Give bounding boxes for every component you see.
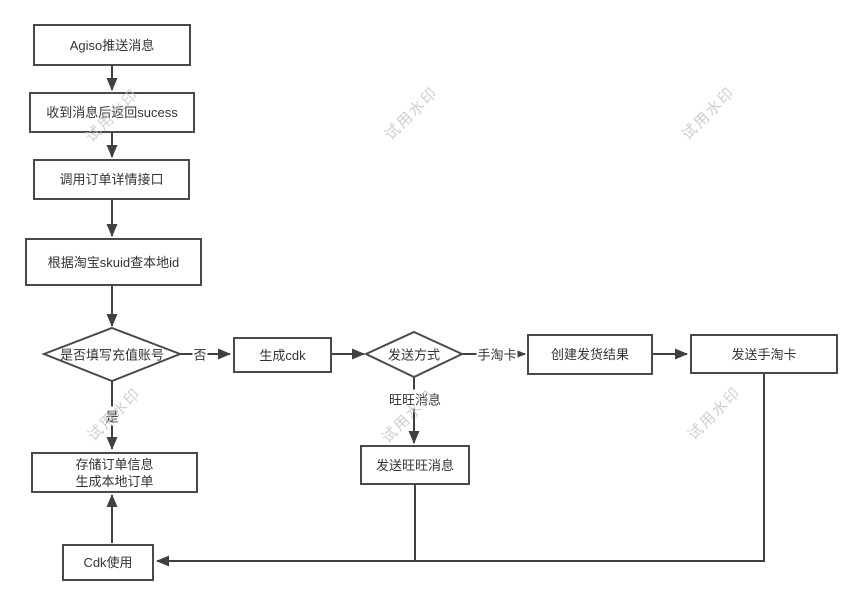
edge-label-no: 否 (192, 344, 208, 364)
node-create-ship-result: 创建发货结果 (527, 334, 653, 375)
node-generate-cdk: 生成cdk (233, 337, 332, 373)
node-cdk-use: Cdk使用 (62, 544, 154, 581)
node-call-order-detail-label: 调用订单详情接口 (59, 172, 164, 187)
node-send-taoka-label: 发送手淘卡 (731, 346, 797, 362)
node-store-order-line1: 存储订单信息 (75, 456, 154, 472)
edge-label-taoka: 手淘卡 (476, 344, 518, 364)
node-agiso-push: Agiso推送消息 (33, 24, 191, 66)
node-send-wangwang: 发送旺旺消息 (360, 445, 470, 485)
node-send-wangwang-label: 发送旺旺消息 (375, 457, 454, 473)
node-cdk-use-label: Cdk使用 (83, 555, 133, 570)
node-query-local-id-label: 根据淘宝skuid查本地id (47, 254, 180, 270)
node-generate-cdk-label: 生成cdk (259, 347, 306, 363)
decision-send-method-label: 发送方式 (387, 347, 441, 363)
node-store-order-line2: 生成本地订单 (75, 473, 154, 489)
node-return-success: 收到消息后返回sucess (29, 92, 195, 133)
node-call-order-detail: 调用订单详情接口 (33, 159, 190, 200)
node-return-success-label: 收到消息后返回sucess (46, 105, 178, 120)
node-query-local-id: 根据淘宝skuid查本地id (25, 238, 202, 286)
edge-label-yes: 是 (104, 406, 120, 426)
edge-label-wangwang: 旺旺消息 (387, 389, 443, 409)
node-agiso-push-label: Agiso推送消息 (69, 37, 155, 53)
node-send-taoka: 发送手淘卡 (690, 334, 838, 374)
node-store-order: 存储订单信息 生成本地订单 (31, 452, 198, 493)
decision-recharge-account-label: 是否填写充值账号 (59, 347, 165, 363)
node-create-ship-result-label: 创建发货结果 (550, 347, 629, 362)
